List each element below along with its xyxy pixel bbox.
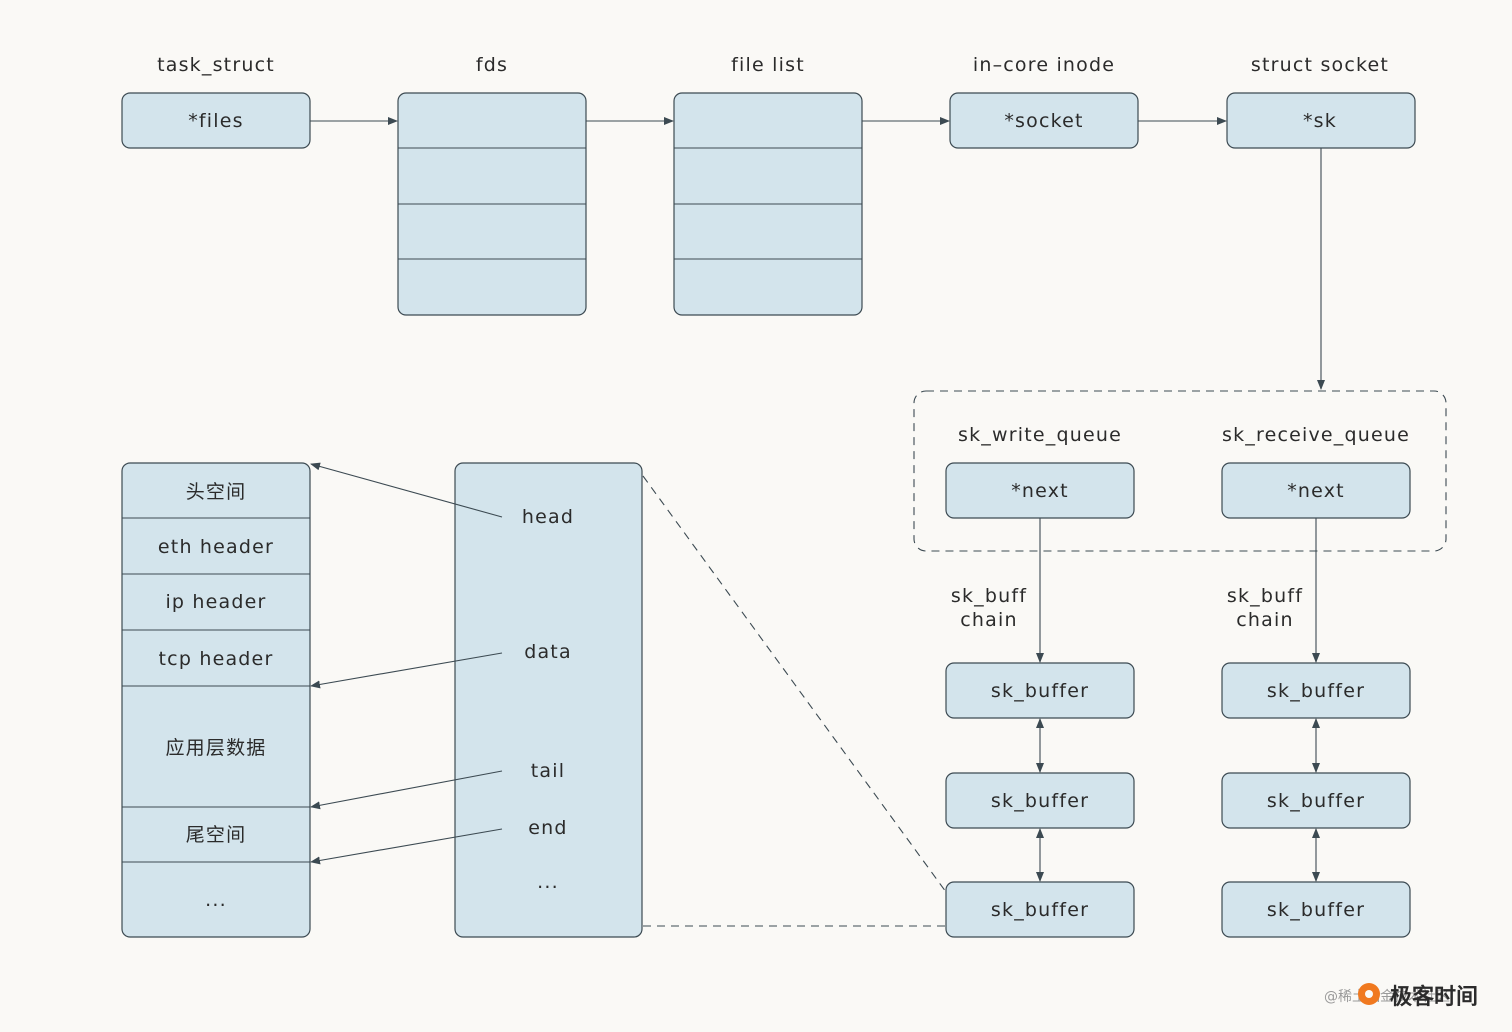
skbuff-struct: head data tail end ... xyxy=(454,462,643,938)
receive-queue-node: sk_receive_queue *next xyxy=(1221,424,1411,519)
write-buffer-1-label: sk_buffer xyxy=(991,680,1089,702)
write-buffer-3 xyxy=(945,881,1135,938)
skbuff-box xyxy=(454,462,643,938)
task-struct-files-field: *files xyxy=(188,110,244,132)
file-list-title: file list xyxy=(731,54,805,76)
arrow-tail-pointer xyxy=(310,770,503,810)
zoom-line-top xyxy=(642,475,947,893)
arrow-end-pointer xyxy=(310,828,503,865)
file-list-node: file list xyxy=(673,54,863,316)
inode-socket-field: *socket xyxy=(1004,110,1083,132)
socket-sk-field: *sk xyxy=(1303,110,1337,132)
write-buffer-3-label: sk_buffer xyxy=(991,899,1089,921)
packet-row-eth-header: eth header xyxy=(158,536,274,558)
packet-layout: 头空间 eth header ip header tcp header 应用层数… xyxy=(121,462,311,938)
packet-row-headroom: 头空间 xyxy=(186,481,247,503)
watermark: @稀土掘金技术社区 极客时间 xyxy=(1324,983,1478,1010)
write-queue-title: sk_write_queue xyxy=(958,424,1122,446)
inode-node: in–core inode *socket xyxy=(949,54,1139,149)
socket-title: struct socket xyxy=(1251,54,1389,76)
receive-chain-label-line1: sk_buff xyxy=(1227,585,1303,607)
arrow-head-pointer xyxy=(310,462,503,518)
watermark-text: @稀土掘金技术社区 xyxy=(1324,989,1450,1005)
skbuff-field-ellipsis: ... xyxy=(537,871,559,893)
packet-row-tailroom: 尾空间 xyxy=(186,824,247,846)
skbuff-field-data: data xyxy=(524,641,572,663)
arrow-data-pointer xyxy=(310,652,503,689)
socket-node: struct socket *sk xyxy=(1226,54,1416,149)
fds-title: fds xyxy=(476,54,508,76)
packet-box xyxy=(121,462,311,938)
packet-row-ellipsis: ... xyxy=(205,889,227,911)
write-buffer-chain: sk_buffer sk_buffer sk_buffer xyxy=(945,662,1135,938)
fds-node: fds xyxy=(397,54,587,316)
packet-row-app-data: 应用层数据 xyxy=(165,737,266,759)
receive-buffer-3-label: sk_buffer xyxy=(1267,899,1365,921)
receive-buffer-3 xyxy=(1221,881,1411,938)
watermark-brand: 极客时间 xyxy=(1390,984,1478,1010)
receive-buffer-chain: sk_buffer sk_buffer sk_buffer xyxy=(1221,662,1411,938)
receive-chain-label-line2: chain xyxy=(1236,609,1293,631)
skbuff-field-tail: tail xyxy=(531,760,565,782)
queues-group xyxy=(913,390,1447,552)
receive-queue-title: sk_receive_queue xyxy=(1222,424,1410,446)
task-struct-node: task_struct *files xyxy=(121,54,311,149)
write-buffer-2-label: sk_buffer xyxy=(991,790,1089,812)
receive-buffer-1-label: sk_buffer xyxy=(1267,680,1365,702)
receive-buffer-2-label: sk_buffer xyxy=(1267,790,1365,812)
skbuff-field-end: end xyxy=(528,817,567,839)
receive-queue-next-field: *next xyxy=(1287,480,1345,502)
packet-row-ip-header: ip header xyxy=(165,591,266,613)
task-struct-title: task_struct xyxy=(157,54,275,76)
write-queue-next-field: *next xyxy=(1011,480,1069,502)
skbuff-field-head: head xyxy=(522,506,574,528)
write-queue-node: sk_write_queue *next xyxy=(945,424,1135,519)
write-chain-label-line1: sk_buff xyxy=(951,585,1027,607)
write-chain-label-line2: chain xyxy=(960,609,1017,631)
packet-row-tcp-header: tcp header xyxy=(159,648,274,670)
inode-title: in–core inode xyxy=(973,54,1115,76)
